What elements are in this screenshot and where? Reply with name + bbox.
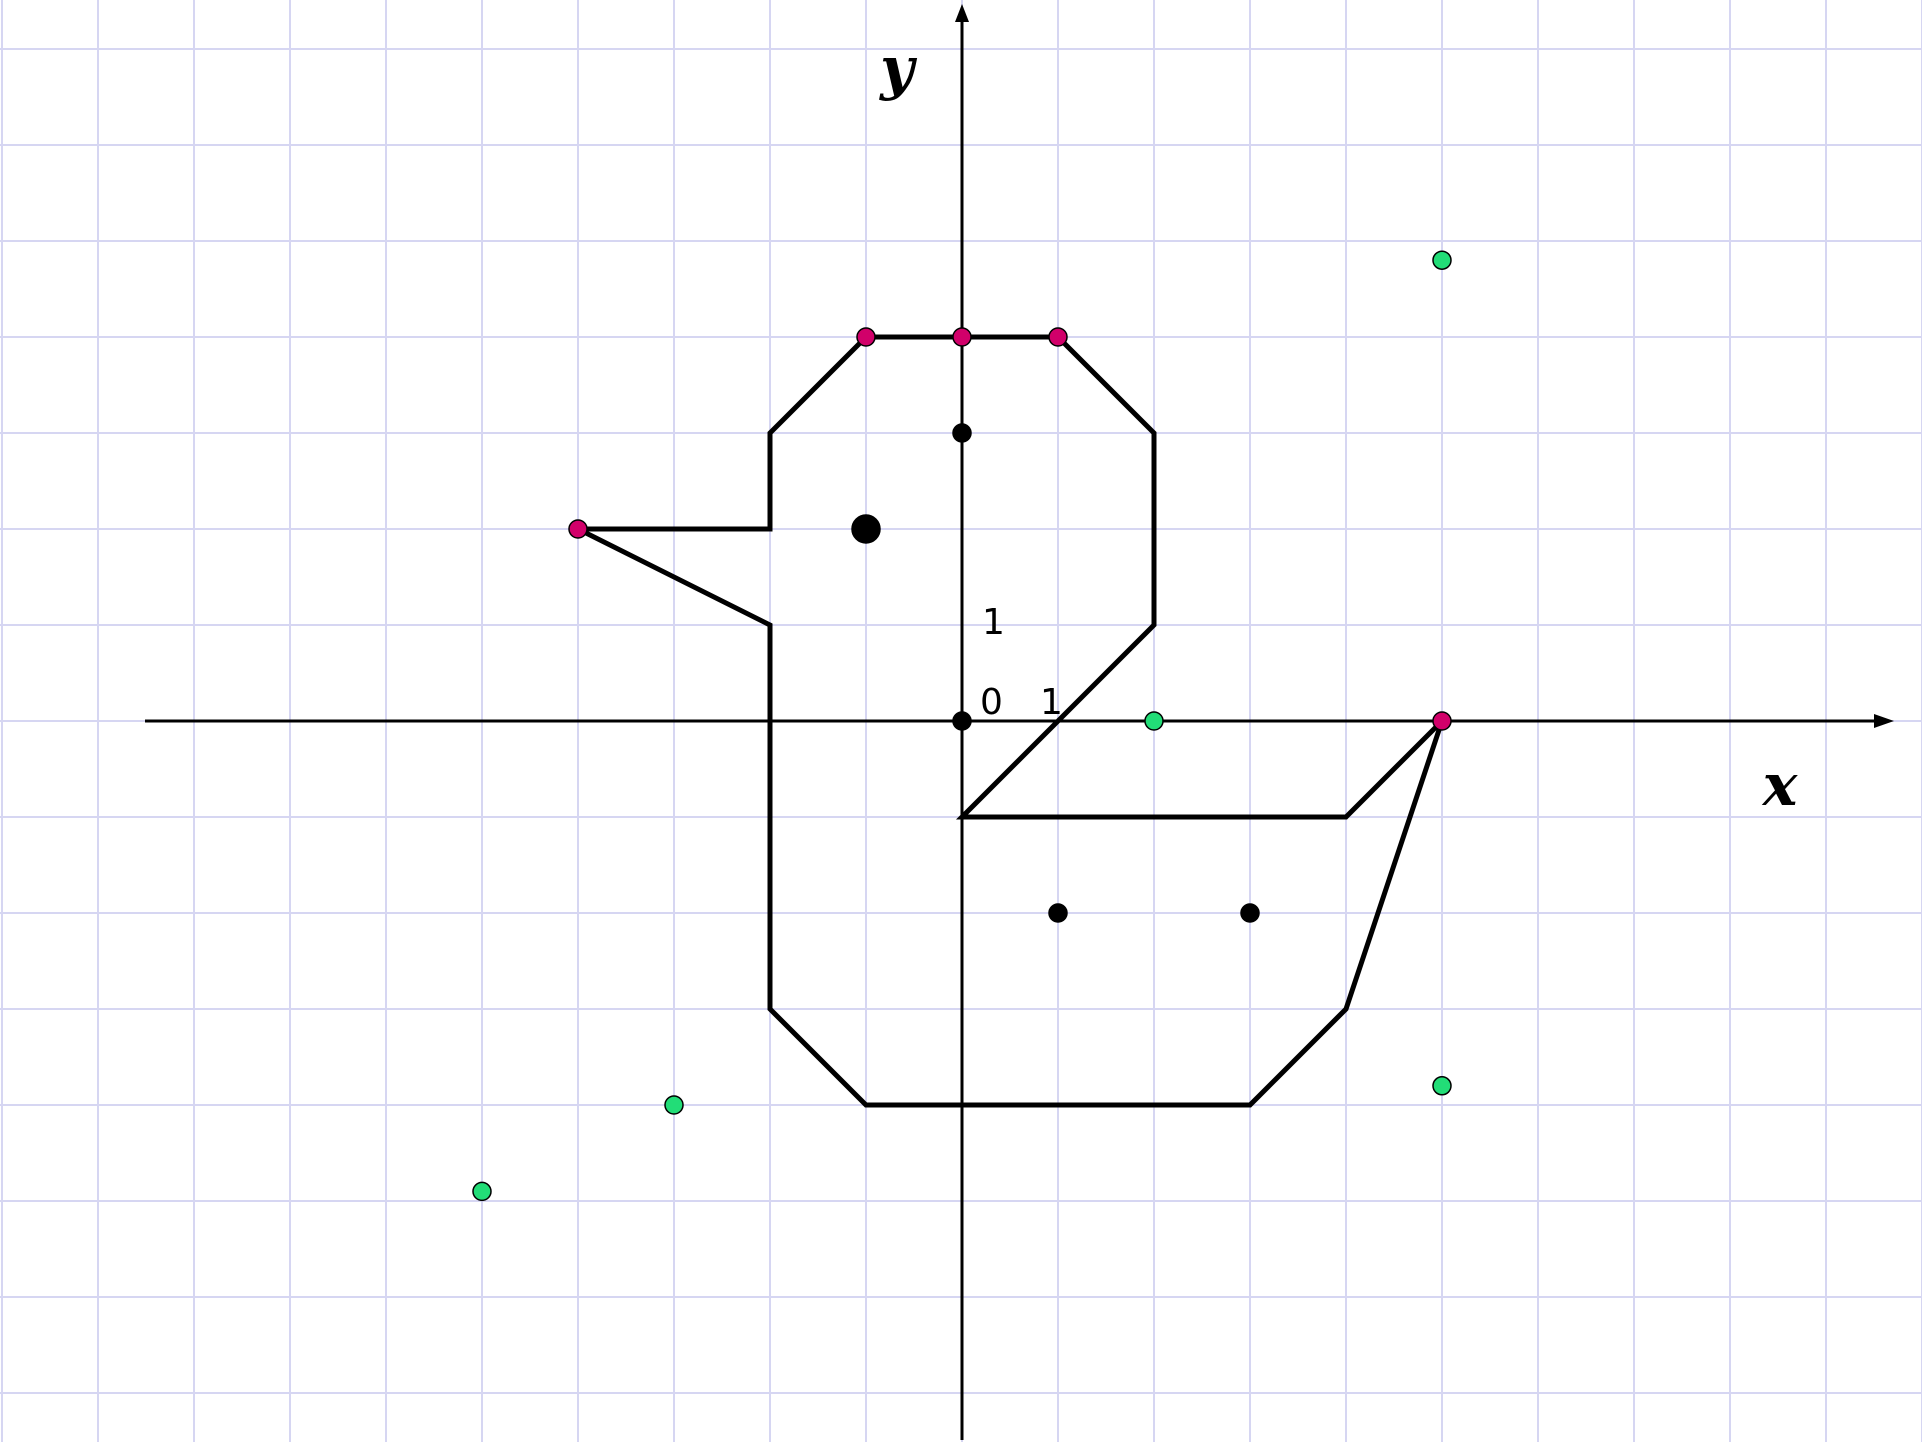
duck-figure-outline: [576, 334, 1445, 1108]
black-point: [1240, 903, 1260, 923]
magenta-point: [568, 519, 588, 539]
y-unit-tick-label: 1: [982, 602, 1005, 643]
green-point: [664, 1095, 684, 1115]
x-axis-label: x: [1761, 751, 1799, 819]
y-axis-label: y: [878, 34, 918, 102]
x-unit-tick-label: 1: [1040, 682, 1063, 723]
magenta-point: [1432, 711, 1452, 731]
black-point: [1048, 903, 1068, 923]
green-point: [472, 1181, 492, 1202]
eye-point: [851, 514, 881, 544]
magenta-point: [952, 327, 972, 347]
x-axis-arrow-icon: [1874, 714, 1894, 728]
magenta-point: [856, 327, 876, 347]
green-point: [1432, 250, 1452, 270]
black-point: [952, 423, 972, 443]
y-axis-arrow-icon: [955, 4, 969, 22]
green-point: [1144, 711, 1164, 731]
green-point: [1432, 1076, 1452, 1096]
black-point: [952, 711, 972, 731]
magenta-point: [1048, 327, 1068, 347]
origin-label: 0: [980, 682, 1003, 723]
points: [472, 250, 1452, 1202]
